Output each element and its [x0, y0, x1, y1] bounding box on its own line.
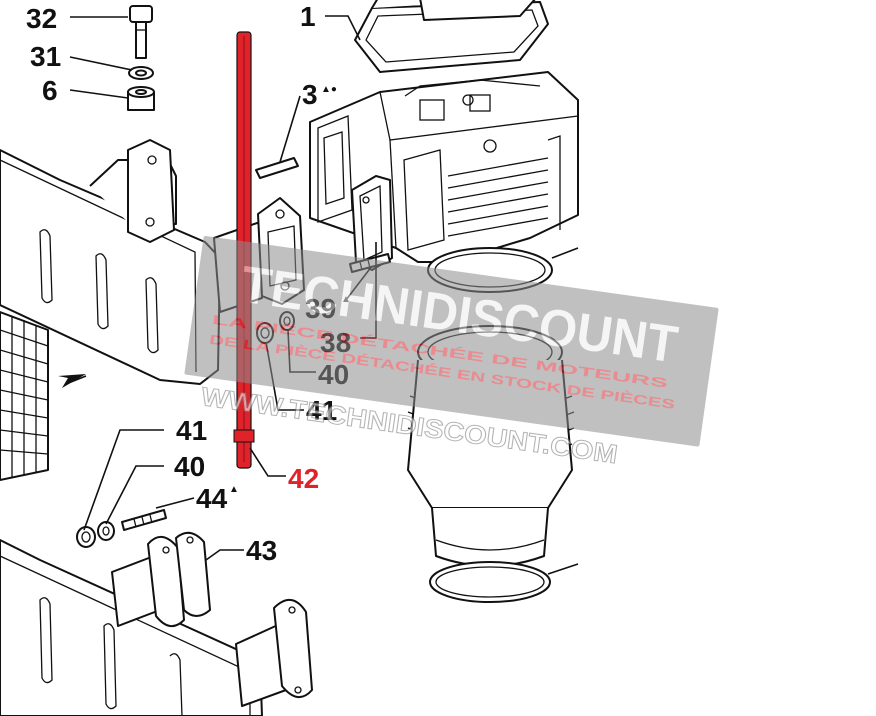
- watermark-banner: [184, 235, 719, 447]
- dowel-pin: [255, 157, 299, 179]
- callout-6: 6: [42, 75, 58, 106]
- bolt-32: [129, 5, 153, 59]
- callout-1: 1: [300, 1, 316, 32]
- filter-grid: [0, 311, 49, 481]
- nut-6: [127, 86, 155, 111]
- base-gasket-ring: [429, 561, 579, 603]
- washer-41-lower: [76, 526, 96, 548]
- callout-32: 32: [26, 3, 57, 34]
- watermark: TECHNIDISCOUNT LA PIÈCE DÉTACHÉE DE MOTE…: [184, 235, 719, 470]
- cylinder-head-3: [309, 71, 579, 263]
- washer-40-lower: [97, 521, 115, 541]
- callout-41-lower: 41: [176, 415, 207, 446]
- callout-40-lower: 40: [174, 451, 205, 482]
- washer-31: [128, 66, 154, 80]
- callout-44-mark: ▲: [229, 484, 239, 495]
- manifold-lower-43: [0, 531, 313, 716]
- direction-arrow: [58, 374, 87, 388]
- callout-41-upper: 41: [306, 395, 337, 426]
- callout-44: 44: [196, 483, 228, 514]
- callout-3: 3: [302, 79, 318, 110]
- callout-31: 31: [30, 41, 61, 72]
- callout-42: 42: [288, 463, 319, 494]
- callout-3-marks: ▲●: [321, 84, 337, 95]
- stud-44: [121, 509, 167, 531]
- cover-gasket-1: [354, 0, 549, 73]
- callout-43: 43: [246, 535, 277, 566]
